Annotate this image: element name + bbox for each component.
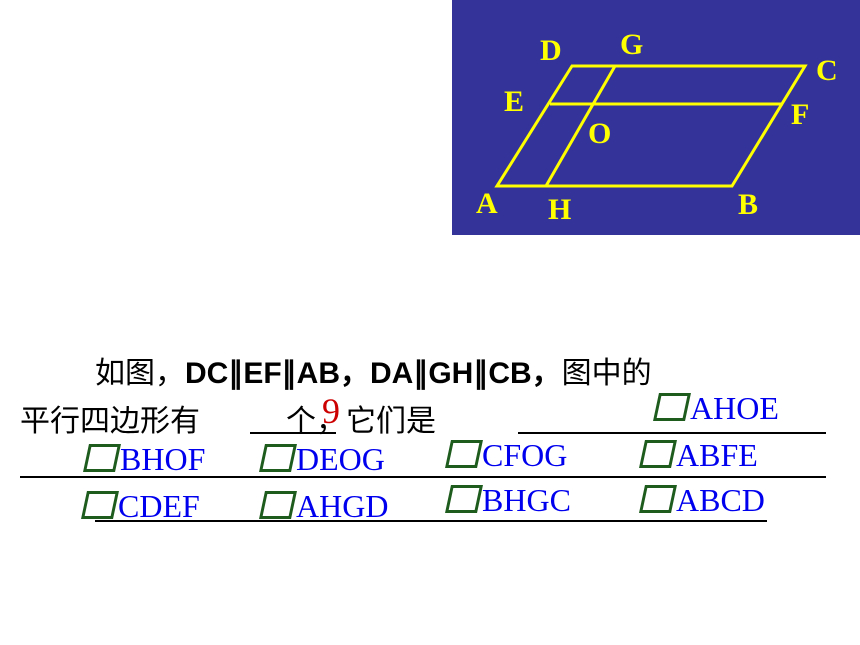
answer-label: DEOG: [296, 441, 385, 477]
parallelogram-icon: [81, 491, 119, 519]
parallelogram-figure: D G C E F O A H B: [476, 28, 838, 226]
problem-line1-suffix: 图中的: [561, 356, 652, 391]
answer-item: CDEF: [81, 488, 200, 524]
figure-panel: D G C E F O A H B: [452, 0, 860, 235]
parallelogram-icon: [83, 444, 121, 472]
answer-label: CFOG: [482, 437, 568, 473]
point-d-label: D: [540, 34, 562, 67]
problem-line1-prefix: 如图，: [95, 356, 185, 391]
problem-line2-prefix: 平行四边形有: [20, 404, 200, 439]
point-g-label: G: [620, 28, 643, 61]
answer-item: AHGD: [259, 488, 389, 524]
parallelogram-icon: [639, 485, 677, 513]
segment-gh: [544, 65, 617, 187]
blank-underline-list-1: [518, 432, 826, 434]
blank-underline-list-3: [95, 520, 767, 522]
parallelogram-abcd: [494, 64, 808, 188]
answer-count: 9: [322, 391, 340, 431]
answer-label: ABFE: [676, 437, 758, 473]
point-b-label: B: [738, 188, 758, 221]
answer-label: CDEF: [118, 488, 200, 524]
answer-label: AHGD: [296, 488, 389, 524]
point-h-label: H: [548, 193, 571, 226]
answer-item: DEOG: [259, 441, 385, 477]
answer-label: ABCD: [676, 482, 765, 518]
answer-label: BHGC: [482, 482, 571, 518]
parallelogram-icon: [653, 393, 691, 421]
blank-underline-count: [250, 432, 336, 434]
answer-item: AHOE: [653, 390, 779, 426]
blank-underline-list-2: [20, 476, 826, 478]
answer-item: CFOG: [445, 437, 568, 473]
point-e-label: E: [504, 85, 524, 118]
point-f-label: F: [791, 98, 809, 131]
point-a-label: A: [476, 187, 498, 220]
problem-condition: DC∥EF∥AB，DA∥GH∥CB，: [185, 357, 562, 390]
answer-label: AHOE: [690, 390, 779, 426]
parallelogram-icon: [259, 444, 297, 472]
parallelogram-icon: [259, 491, 297, 519]
problem-line-1: 如图，DC∥EF∥AB，DA∥GH∥CB，图中的: [95, 348, 652, 392]
answer-item: ABFE: [639, 437, 758, 473]
answer-item: BHGC: [445, 482, 571, 518]
answer-item: BHOF: [83, 441, 206, 477]
parallelogram-icon: [639, 440, 677, 468]
answer-item: ABCD: [639, 482, 765, 518]
parallelogram-icon: [445, 485, 483, 513]
point-o-label: O: [588, 117, 611, 150]
answer-label: BHOF: [120, 441, 206, 477]
problem-line-2: 平行四边形有个，它们是: [20, 396, 436, 440]
point-c-label: C: [816, 54, 838, 87]
parallelogram-icon: [445, 440, 483, 468]
